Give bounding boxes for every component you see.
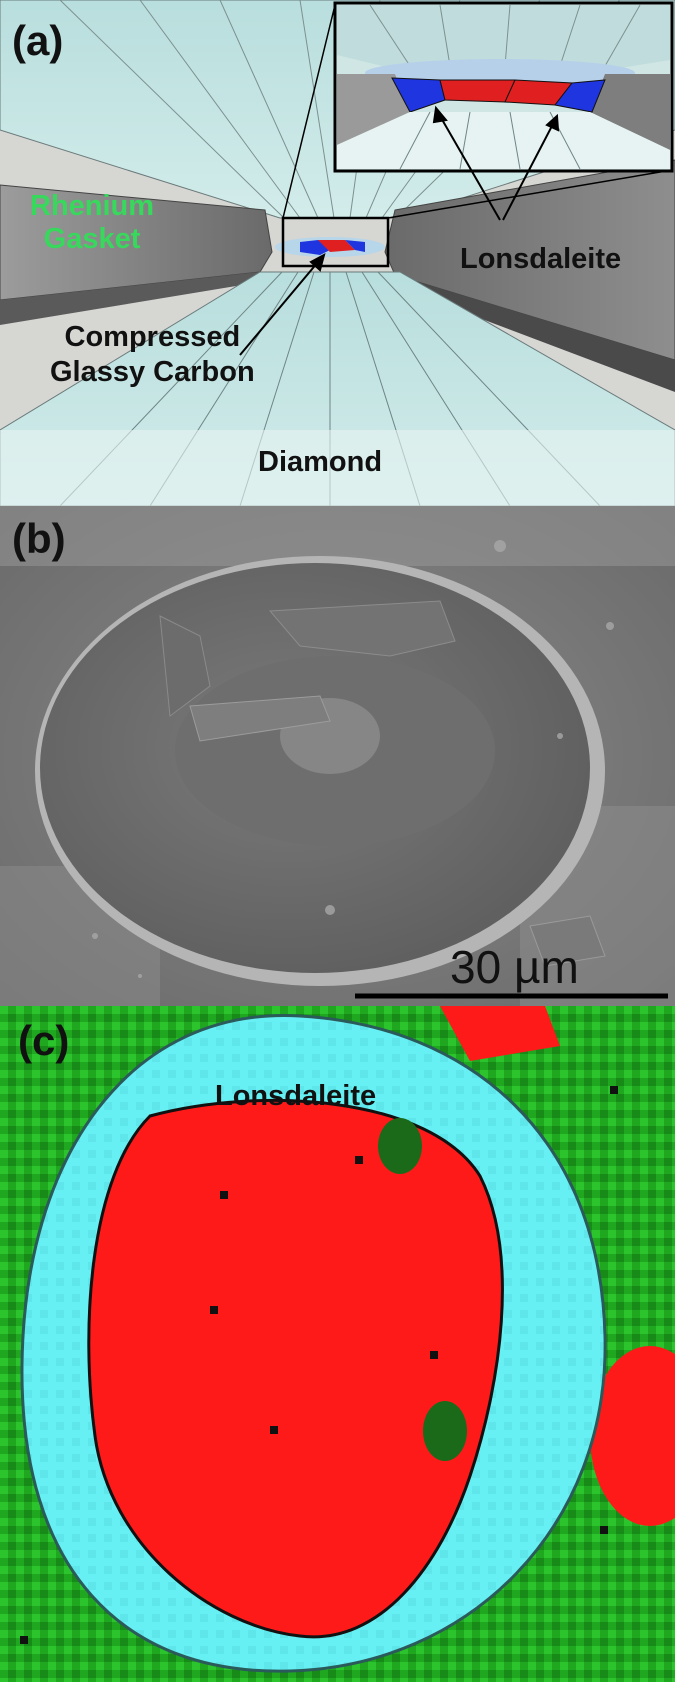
sem-micrograph (0, 506, 675, 1006)
lonsdaleite-label-a: Lonsdaleite (460, 243, 622, 275)
panel-a-tag: (a) (12, 17, 64, 64)
panel-c-phase-map: (c) Lonsdaleite (0, 1006, 675, 1682)
diamond-anvil-schematic (0, 0, 675, 506)
arrow-icon (239, 105, 560, 356)
rhenium-gasket-label: Rhenium Gasket (30, 190, 155, 256)
diamond-label: Diamond (258, 446, 383, 478)
panel-b-tag: (b) (12, 515, 66, 562)
lonsdaleite-label-c: Lonsdaleite (215, 1080, 377, 1112)
panel-c-tag: (c) (18, 1017, 70, 1064)
scale-bar-label: 30 µm (450, 941, 579, 993)
compressed-glassy-carbon-label: Compressed Glassy Carbon (50, 321, 255, 388)
zoom-region-box (281, 216, 390, 268)
phase-map (0, 1006, 675, 1682)
panel-b-sem-image: (b) 30 µm (0, 506, 675, 1006)
panel-a-schematic: (a) Rhenium Gasket Lonsdaleite Compresse… (0, 0, 675, 506)
zoom-inset (333, 1, 674, 173)
